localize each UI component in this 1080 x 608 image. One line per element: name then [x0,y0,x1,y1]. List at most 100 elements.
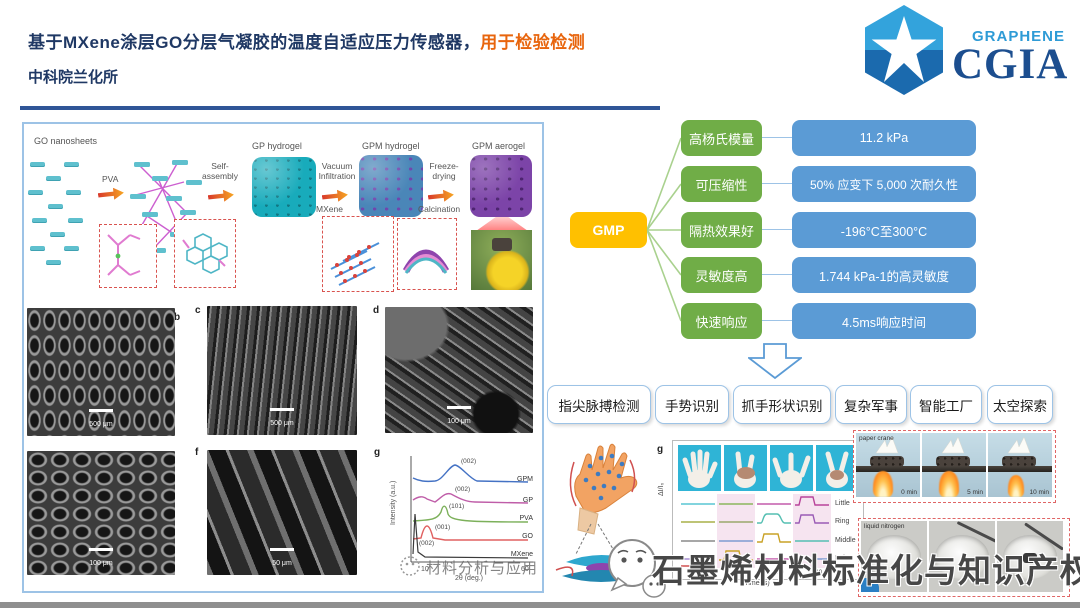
nitrogen-photo-1: liquid nitrogen [861,521,927,592]
watermark-large: 石墨烯材料标准化与知识产权 [652,552,1080,589]
label-gpm-aerogel: GPM aerogel [472,141,526,151]
sem-image-d: 100 μm [385,307,533,433]
logo-text-graphene: GRAPHENE [972,28,1066,45]
small-watermark-logo-icon [400,556,420,576]
svg-text:(002): (002) [461,458,476,465]
app-box-gripper: 抓手形状识别 [733,385,831,424]
gp-hydrogel-cube [252,157,316,217]
feature-box: 快速响应 [681,303,762,339]
svg-text:(002): (002) [419,540,434,547]
app-box-space: 太空探索 [987,385,1053,424]
svg-text:(101): (101) [449,503,464,510]
gesture-ylabel: ΔI/I₀ [658,482,665,496]
svg-text:GP: GP [523,497,533,504]
connector [762,320,792,321]
value-box: -196°C至300°C [792,212,976,248]
process-arrow-icon [427,189,454,204]
app-box-factory: 智能工厂 [910,385,982,424]
logo-text-cgia: CGIA [952,41,1069,88]
x-tick: 40 [815,569,823,576]
label-freeze-drying: Freeze- drying [429,161,459,181]
red-light-beam [476,217,528,231]
title-highlight: 用于检验检测 [480,33,586,52]
value-box: 4.5ms响应时间 [792,303,976,339]
gpm-hydrogel-cube [359,155,423,217]
label-gp-hydrogel: GP hydrogel [252,141,302,151]
sem-image-c: 500 μm [207,306,357,435]
label-go-nanosheets: GO nanosheets [34,136,98,146]
paper-crane-icon [941,436,965,454]
time-label: 0 min [901,489,917,496]
label-pva: PVA [102,174,119,184]
label-self-assembly: Self- assembly [202,161,238,181]
svg-text:10: 10 [421,566,429,573]
sem-image-f: 50 μm [207,450,357,575]
process-arrow-icon [321,189,348,204]
app-box-military: 复杂军事 [835,385,907,424]
scale-bar: 500 μm [27,409,175,431]
panel-label-d: d [373,305,380,316]
process-arrow-icon [97,187,124,202]
subtitle-institute: 中科院兰化所 [28,69,119,86]
layer-arch-inset [397,218,457,290]
app-box-gesture: 手势识别 [655,385,729,424]
finger-label: Middle [835,537,856,544]
process-arrow-icon [207,189,234,204]
svg-text:GO: GO [522,533,533,540]
feature-box: 高杨氏模量 [681,120,762,156]
label-calcination: Calcination [418,204,461,214]
bottom-edge-bar [0,602,1080,608]
blue-glove [861,578,879,592]
go-nanosheet-cluster [26,158,92,276]
flame-test-strip: paper crane 0 min 5 min 10 min [853,430,1056,503]
svg-text:(002): (002) [455,486,470,493]
x-tick: 10 [701,569,709,576]
scale-bar: 100 μm [27,548,175,570]
gesture-panel: Little Ring Middle Index 10 20 30 40 [672,440,864,580]
sample-in-dish [1023,553,1037,563]
page-title: 基于MXene涂层GO分层气凝胶的温度自适应压力传感器，用于检验检测 [28,28,585,53]
xrd-chart: (002) (002) (101) (001) (002) GPM GP PVA… [385,450,537,584]
liquid-nitrogen-strip: liquid nitrogen [858,518,1070,597]
value-box: 11.2 kPa [792,120,976,156]
panel-label-g-xrd: g [374,447,381,458]
svg-text:MXene: MXene [511,551,533,558]
mxene-array-inset [322,216,394,292]
gesture-xlabel: Time (s) [744,580,770,587]
title-main: 基于MXene涂层GO分层气凝胶的温度自适应压力传感器， [28,33,481,52]
time-label: 5 min [967,489,983,496]
pva-structure-inset [99,224,157,288]
go-structure-inset [174,219,236,288]
x-tick: 20 [739,569,747,576]
panel-label-f: f [195,447,199,458]
app-box-pulse: 指尖脉搏检测 [547,385,651,424]
sem-image-e: 100 μm [27,451,175,575]
finger-label: Index [835,555,853,562]
title-divider [20,106,660,110]
svg-text:(001): (001) [435,524,450,531]
nitrogen-label: liquid nitrogen [864,523,905,530]
finger-label: Little [835,500,850,507]
panel-label-g-gesture: g [657,444,664,455]
time-label: 10 min [1029,489,1049,496]
paper-crane-icon [875,436,899,454]
value-box: 1.744 kPa-1的高灵敏度 [792,257,976,293]
finger-label: Ring [835,518,850,525]
gpm-aerogel-cube [470,155,532,217]
flame-photo-0min: paper crane 0 min [856,433,920,497]
dandelion-photo [471,230,532,290]
flame-photo-10min: 10 min [988,433,1052,497]
connector [762,183,792,184]
svg-text:GPM: GPM [517,476,533,483]
connector [762,274,792,275]
flowchart-root-gmp: GMP [570,212,647,248]
sem-image-b: 500 μm [27,308,175,436]
scale-bar: 500 μm [207,408,357,430]
feature-box: 隔热效果好 [681,212,762,248]
connector [762,229,792,230]
down-arrow-icon [748,343,802,379]
label-mxene: MXene [316,204,343,214]
panel-label-c: c [195,305,201,316]
nitrogen-photo-3 [997,521,1063,592]
wechat-watermark-logo-icon [608,539,666,598]
